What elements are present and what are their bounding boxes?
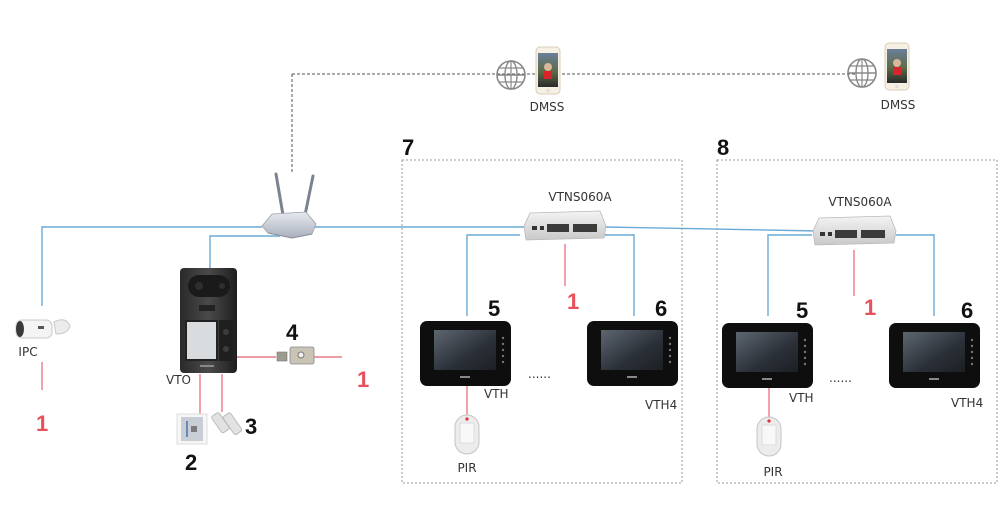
dmss-right: DMSS [847,42,916,112]
vth-right-label: VTH4 [951,396,983,410]
dmss-label-right: DMSS [881,98,916,112]
vth-right-number: 6 [961,298,973,323]
apartment-group-8: 8 VTNS060A 1 5 VTH ...... [716,135,998,484]
vth-right-label: VTH4 [645,398,677,412]
network-links [41,226,935,316]
pir-sensor-icon [454,414,480,455]
door-station-icon [180,268,237,373]
router [261,172,317,239]
indoor-monitor-icon [722,323,813,388]
switch-7-label: VTNS060A [548,190,612,204]
card-reader-number: 2 [185,450,197,475]
smartphone-icon [884,42,910,91]
link-router-vto [209,235,280,268]
vth-ellipsis: ...... [528,367,551,381]
electric-lock: 4 1 [276,320,369,392]
globe-icon [847,58,877,88]
link-switch8-vth6 [896,234,935,316]
vto-label: VTO [166,373,191,387]
group-8-number: 8 [717,135,729,160]
vth-left-number: 5 [488,296,500,321]
indoor-monitor-icon [420,321,511,386]
internet-links [291,73,855,172]
poe-switch-icon [812,215,897,246]
globe-icon [496,60,526,90]
lock-icon [276,346,315,365]
ipc-power-number: 1 [36,411,48,436]
vth-monitor-left: 5 VTH [722,298,814,405]
pir-sensor: PIR [454,414,480,475]
card-reader-icon [176,413,208,445]
vth-right-number: 6 [655,296,667,321]
switch-8-label: VTNS060A [828,195,892,209]
vth-ellipsis: ...... [829,371,852,385]
switch-7-power-number: 1 [567,289,579,314]
link-switch7-vth6 [602,234,635,316]
lock-number: 4 [286,320,299,345]
vth-monitor-right: 6 VTH4 [587,296,678,412]
ipc-label: IPC [18,345,37,359]
pir-sensor: PIR [756,416,783,479]
indoor-monitor-icon [587,321,678,386]
vto-door-station: VTO [166,268,237,387]
door-sensor-icon [211,412,243,436]
card-reader: 2 [176,413,208,475]
wiring-links [41,244,855,418]
ipc-camera: IPC 1 [15,319,71,436]
dmss-label-left: DMSS [530,100,565,114]
link-switch7-vth5 [466,234,520,316]
router-icon [261,172,317,239]
pir-label: PIR [457,461,476,475]
link-router-ipc [41,226,262,306]
apartment-group-7: 7 VTNS060A 1 5 VTH ...... [401,135,683,484]
vth-left-label: VTH [789,391,814,405]
group-7-border [401,159,683,484]
link-switch7-switch8 [603,226,819,232]
group-7-number: 7 [402,135,414,160]
indoor-monitor-icon [889,323,980,388]
lock-power-number: 1 [357,367,369,392]
vth-monitor-left: 5 VTH [420,296,511,401]
dmss-left: DMSS [496,46,565,114]
bullet-camera-icon [15,319,71,339]
vth-left-label: VTH [484,387,509,401]
switch-8-power-number: 1 [864,295,876,320]
door-sensor: 3 [211,412,257,439]
pir-sensor-icon [756,416,782,457]
group-8-border [716,159,998,484]
door-sensor-number: 3 [245,414,257,439]
smartphone-icon [535,46,561,95]
pir-label: PIR [763,465,782,479]
link-switch8-vth5 [767,234,812,316]
vth-monitor-right: 6 VTH4 [889,298,983,410]
vth-left-number: 5 [796,298,808,323]
poe-switch-icon [523,210,607,241]
